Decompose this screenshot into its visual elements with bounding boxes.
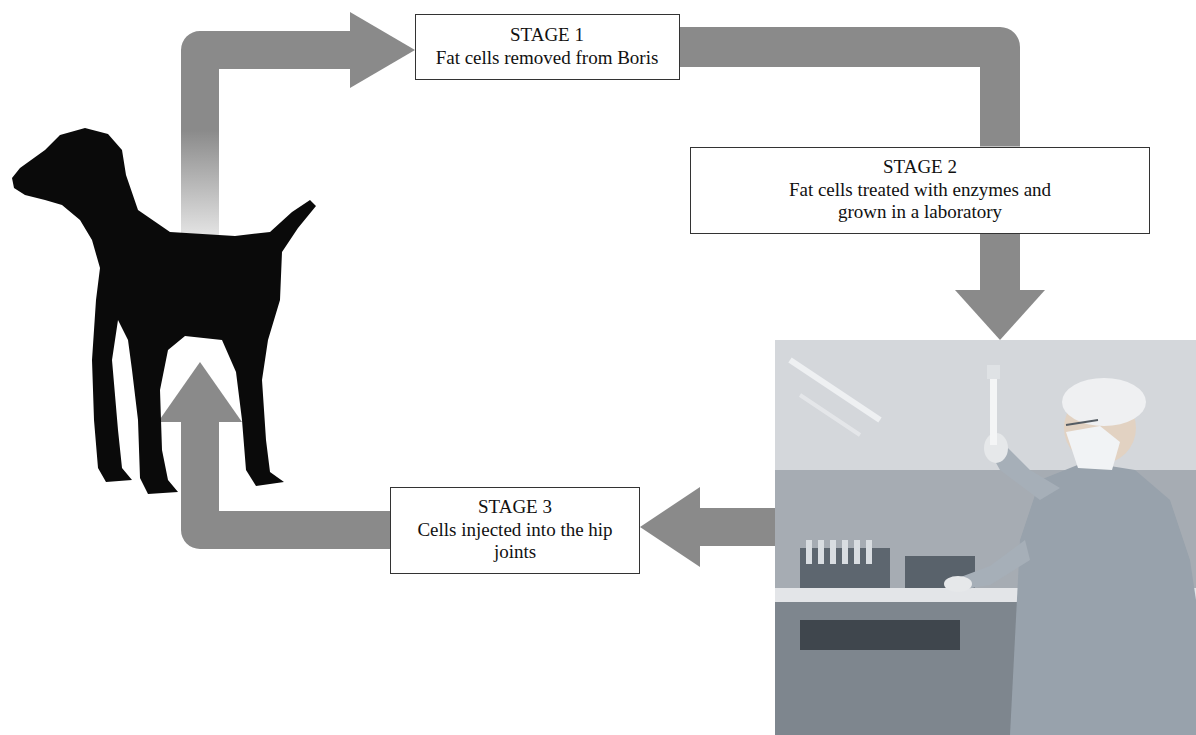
arrow-head [955, 290, 1045, 340]
stage-heading: STAGE 3 [408, 496, 623, 519]
stage-description: Fat cells treated with enzymes and grown… [784, 179, 1056, 225]
box-content: STAGE 1Fat cells removed from Boris [436, 24, 659, 70]
flow-arrow [698, 508, 776, 546]
arrow-head [350, 12, 415, 88]
stage-box: STAGE 3Cells injected into the hip joint… [390, 487, 640, 574]
stage-box: STAGE 1Fat cells removed from Boris [415, 14, 680, 80]
dog-silhouette [12, 128, 316, 494]
stage-description: Fat cells removed from Boris [436, 47, 659, 70]
flow-arrow [200, 50, 352, 255]
flow-band [680, 47, 1001, 147]
lab-photo [775, 340, 1196, 735]
stage-heading: STAGE 2 [784, 156, 1056, 179]
stage-heading: STAGE 1 [436, 24, 659, 47]
flow-arrow [200, 420, 392, 530]
box-content: STAGE 3Cells injected into the hip joint… [408, 496, 623, 564]
arrow-head [640, 487, 700, 567]
box-content: STAGE 2Fat cells treated with enzymes an… [784, 156, 1056, 224]
stage-description: Cells injected into the hip joints [408, 519, 623, 565]
stage-box: STAGE 2Fat cells treated with enzymes an… [690, 147, 1150, 234]
arrow-head [158, 362, 242, 422]
